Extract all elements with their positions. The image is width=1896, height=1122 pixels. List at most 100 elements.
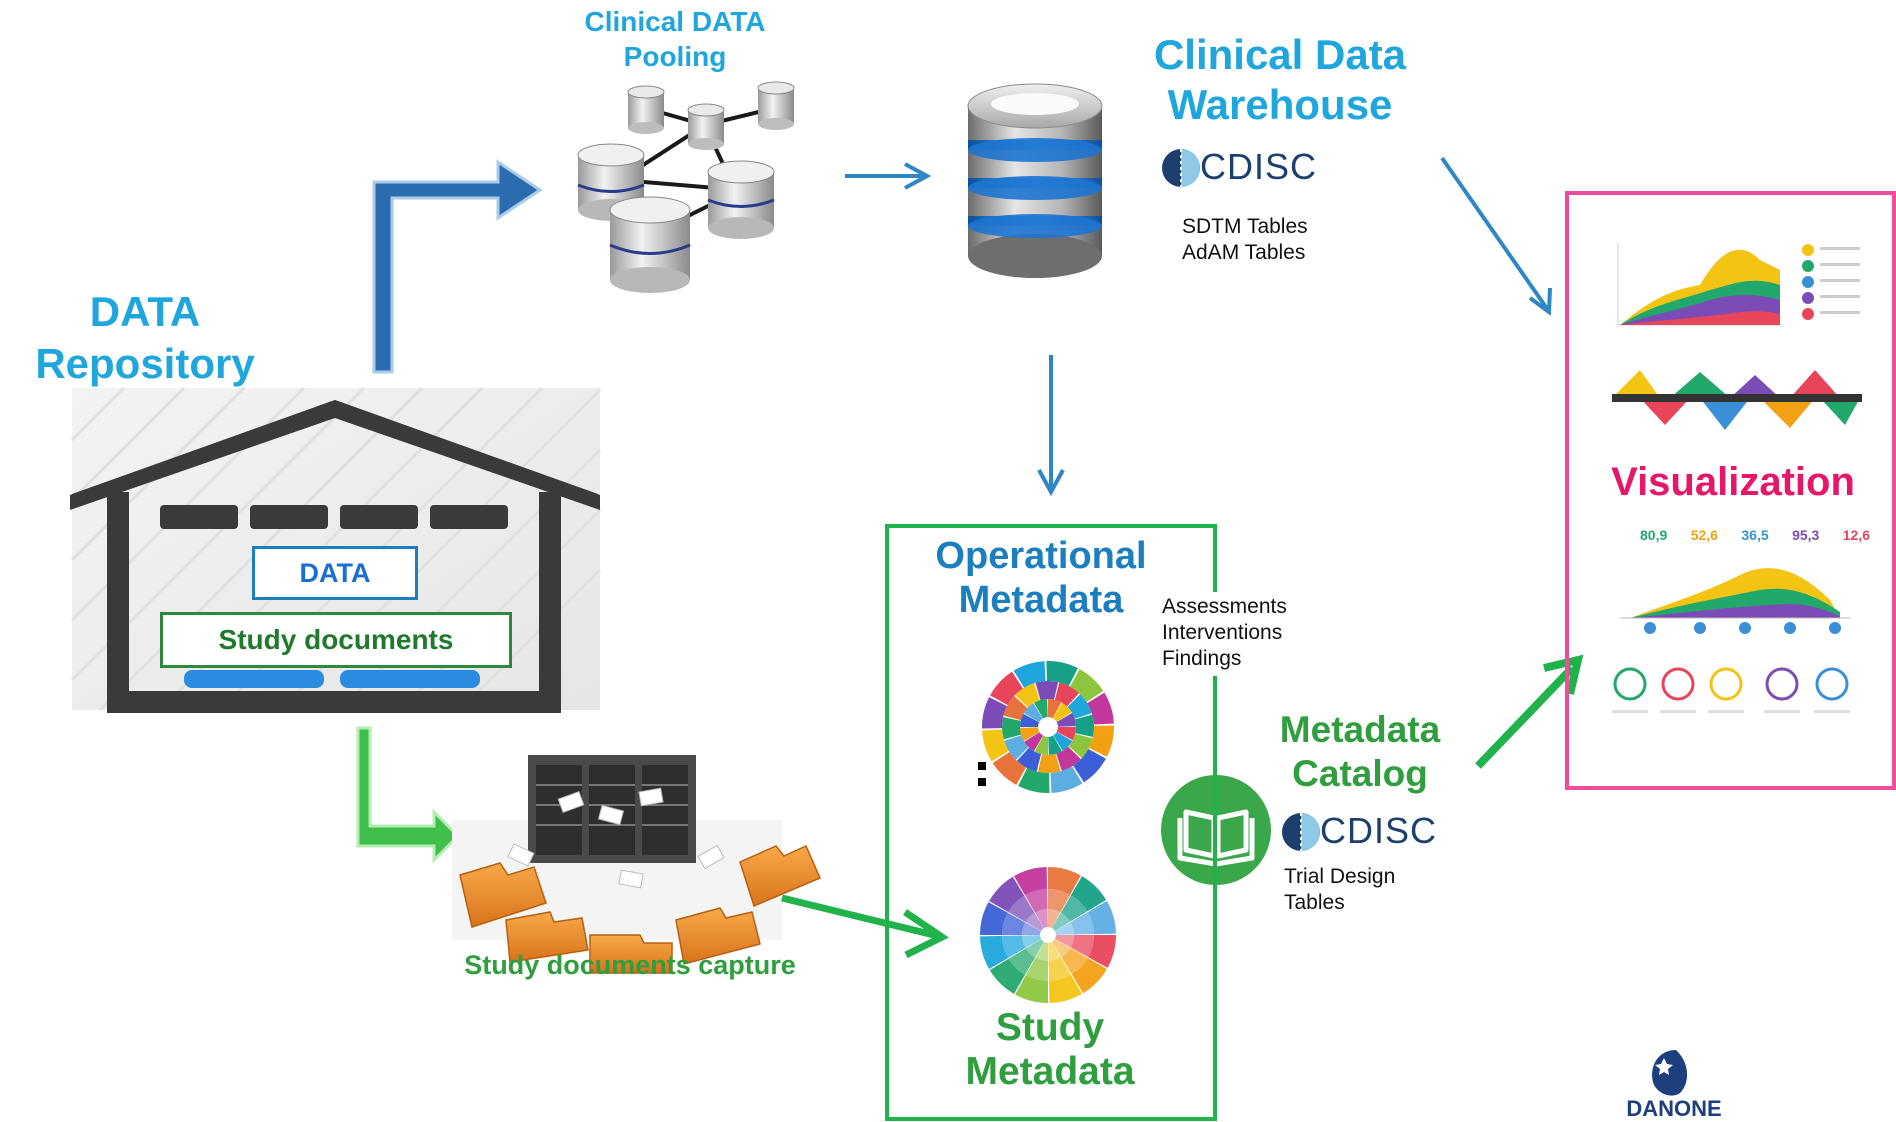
wheel-segment: [1070, 669, 1104, 702]
wheel-segment: [1048, 699, 1062, 719]
wheel-segment: [992, 752, 1026, 785]
operational-items-list: Assessments Interventions Findings: [1160, 592, 1293, 676]
arrow-catalog-to-visualization: [1475, 654, 1584, 769]
capture-label: Study documents capture: [464, 950, 796, 980]
wheel-segment: [982, 697, 1007, 729]
wheel-segment: [1034, 735, 1048, 755]
wheel-segment: [1015, 683, 1040, 708]
cdisc-logo-mark-catalog: [1282, 813, 1320, 851]
operational-title-line2: Metadata: [958, 579, 1124, 621]
wheel-segment: [1087, 901, 1116, 935]
catalog-title-line1: Metadata: [1279, 709, 1441, 750]
operational-item: Findings: [1162, 647, 1242, 670]
wheel-segment: [1037, 753, 1061, 773]
stat-value: 52,6: [1690, 527, 1718, 543]
arrow-repository-to-pooling: [372, 159, 543, 374]
wheel-segment: [1052, 912, 1071, 931]
wheel-segment: [1087, 692, 1114, 725]
metadata-box: [885, 524, 1217, 1121]
warehouse-title-line2: Warehouse: [1167, 81, 1393, 128]
wheel-segment: [1003, 695, 1028, 721]
wheel-segment: [1046, 661, 1078, 686]
catalog-tables: Trial Design Tables: [1284, 864, 1395, 916]
operational-metadata-wheel: [982, 661, 1114, 793]
wheel-segment: [980, 935, 1009, 969]
study-metadata-title-line2: Metadata: [965, 1050, 1135, 1093]
wheel-segment: [989, 876, 1025, 912]
wheel-segment: [1020, 713, 1040, 727]
catalog-cdisc-wordmark: CDISC: [1320, 810, 1437, 852]
catalog-title-line2: Catalog: [1292, 753, 1428, 794]
metadata-catalog-title: Metadata Catalog: [1240, 708, 1480, 796]
arrow-repository-to-capture: [356, 726, 461, 864]
wheel-segment: [1048, 889, 1071, 913]
wheel-segment: [1054, 682, 1080, 707]
operational-item: Assessments: [1162, 595, 1287, 618]
operational-item: Interventions: [1162, 621, 1283, 644]
wheel-segment: [1070, 912, 1094, 935]
study-metadata-title-line1: Study: [995, 1006, 1105, 1049]
stat-value: 80,9: [1640, 527, 1668, 543]
warehouse-title-line1: Clinical Data: [1153, 31, 1407, 78]
wheel-segment: [1008, 948, 1035, 975]
warehouse-cdisc-wordmark: CDISC: [1200, 146, 1317, 188]
danone-wordmark: DANONE: [1626, 1096, 1722, 1121]
warehouse-cdisc-label: CDISC: [1200, 146, 1318, 187]
study-documents-label: Study documents: [218, 624, 454, 655]
wheel-segment: [1048, 957, 1071, 981]
wheel-segment: [1008, 895, 1035, 922]
stat-value: 36,5: [1741, 527, 1769, 543]
wheel-segment: [980, 902, 1008, 935]
wheel-segment: [1015, 975, 1048, 1003]
pooling-title: Clinical DATA Pooling: [530, 4, 820, 74]
visualization-stats: 80,9 52,6 36,5 95,3 12,6: [1640, 527, 1870, 543]
visualization-title: Visualization: [1611, 460, 1855, 504]
wheel-segment: [1071, 876, 1107, 912]
arrow-warehouse-to-operational: [1037, 355, 1065, 497]
wheel-segment: [1035, 909, 1048, 929]
document-capture-illustration: [452, 755, 821, 974]
sdtm-tables-label: SDTM Tables: [1182, 215, 1308, 238]
tables-label: Tables: [1284, 891, 1345, 914]
wheel-segment: [1070, 935, 1094, 958]
wheel-segment: [1071, 958, 1107, 994]
wheel-segment: [1002, 935, 1026, 958]
wheel-segment: [990, 671, 1023, 705]
wheel-segment: [1053, 732, 1073, 751]
wheel-segment: [1022, 922, 1041, 935]
wheel-segment: [1061, 895, 1088, 922]
wheel-segment: [1074, 714, 1094, 738]
wheel-segment: [1034, 699, 1048, 719]
warehouse-tables: SDTM Tables AdAM Tables: [1182, 214, 1308, 266]
wheel-segment: [1002, 912, 1026, 935]
study-documents-box: Study documents: [160, 612, 512, 668]
warehouse-title: Clinical Data Warehouse: [1110, 30, 1450, 130]
wheel-segment: [1016, 747, 1042, 772]
wheel-segment: [1053, 702, 1072, 722]
wheel-segment: [1023, 703, 1043, 722]
arrow-pooling-to-warehouse: [845, 162, 932, 190]
wheel-segment: [1050, 766, 1083, 793]
stacked-area-chart-thumbnail: [1617, 243, 1860, 326]
catalog-cdisc-label: CDISC: [1320, 810, 1438, 851]
wheel-segment: [1048, 941, 1061, 961]
arrow-warehouse-to-visualization: [1440, 156, 1552, 316]
pooling-title-line1: Clinical DATA: [584, 6, 766, 37]
wheel-segment: [1056, 713, 1076, 727]
wheel-segment: [1035, 942, 1048, 961]
wheel-segment: [1018, 768, 1050, 793]
wheel-segment: [1014, 867, 1048, 896]
visualization-infographic: [1612, 243, 1862, 713]
wheel-segment: [1013, 661, 1046, 688]
cdisc-logo-mark-warehouse: [1162, 149, 1200, 187]
wheel-segment: [1052, 939, 1071, 958]
wheel-segment: [1024, 732, 1043, 752]
visualization-box: [1565, 191, 1896, 790]
wheel-segment: [989, 958, 1025, 994]
wheel-segment: [1088, 935, 1116, 968]
adam-tables-label: AdAM Tables: [1182, 241, 1306, 264]
data-box-label: DATA: [299, 557, 371, 588]
wheel-segment: [1068, 733, 1093, 759]
wheel-segment: [1025, 957, 1048, 981]
